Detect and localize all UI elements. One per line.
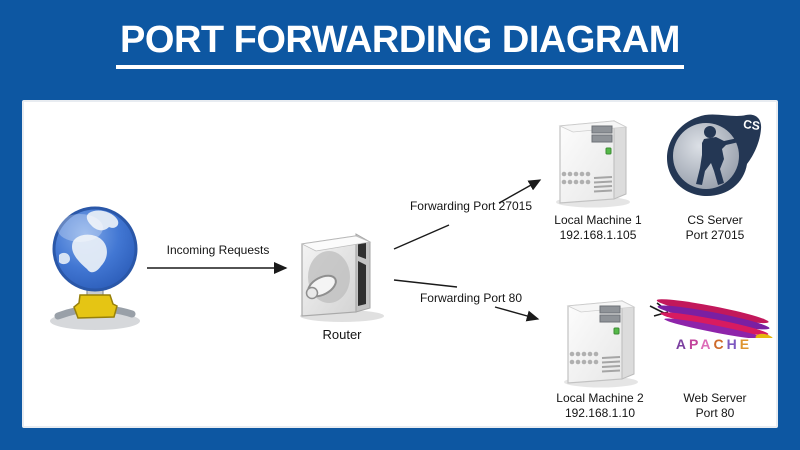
router-icon <box>300 233 384 322</box>
apache-letter: A <box>675 336 690 352</box>
web-server-label: Web Server Port 80 <box>658 391 772 421</box>
local-machine-1-label: Local Machine 1 192.168.1.105 <box>534 213 662 243</box>
apache-letter: E <box>739 336 753 352</box>
machine-ip: 192.168.1.10 <box>564 406 636 420</box>
globe-network-icon <box>50 206 140 330</box>
service-name: Web Server <box>683 391 747 405</box>
machine-ip: 192.168.1.105 <box>559 228 637 242</box>
forwarding-port-80-label: Forwarding Port 80 <box>419 291 523 305</box>
diagram-panel <box>22 100 778 428</box>
apache-letter: H <box>726 336 740 352</box>
cs-badge-text: CS <box>742 117 760 133</box>
apache-feather-icon <box>649 299 774 338</box>
server-tower-icon <box>564 300 638 388</box>
apache-letter: P <box>689 336 701 352</box>
page-title: PORT FORWARDING DIAGRAM <box>116 19 684 69</box>
title-bar: PORT FORWARDING DIAGRAM <box>0 19 800 69</box>
apache-wordmark: APACHE <box>648 336 780 352</box>
server-tower-icon <box>556 120 630 208</box>
service-port: Port 27015 <box>685 228 745 242</box>
machine-name: Local Machine 2 <box>556 391 644 405</box>
incoming-requests-label: Incoming Requests <box>166 243 270 257</box>
apache-letter: A <box>700 336 714 352</box>
router-label: Router <box>322 327 362 342</box>
machine-name: Local Machine 1 <box>554 213 642 227</box>
apache-letter: C <box>713 336 727 352</box>
service-name: CS Server <box>687 213 743 227</box>
service-port: Port 80 <box>695 406 735 420</box>
cs-server-label: CS Server Port 27015 <box>658 213 772 243</box>
local-machine-2-label: Local Machine 2 192.168.1.10 <box>536 391 664 421</box>
counter-strike-logo-icon: CS <box>667 114 762 196</box>
forwarding-port-27015-label: Forwarding Port 27015 <box>409 199 533 213</box>
